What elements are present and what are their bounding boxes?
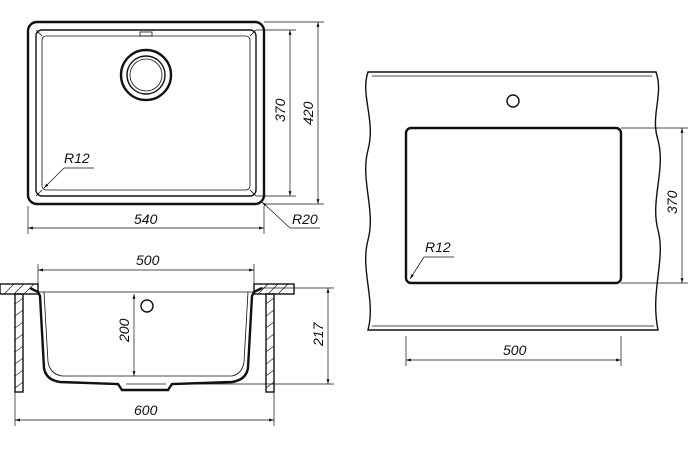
dim-width-label: 540 [134,211,158,227]
countertop-hatching [3,283,289,295]
cabinet-wall-left [14,293,24,393]
dim-bowl-depth-label: 200 [116,318,132,343]
section-view: 500 200 217 600 [0,252,334,426]
sink-cutout [404,126,623,285]
overflow-slot [139,31,153,37]
radius-cutout-label: R12 [425,239,451,255]
sink-outer-outline [26,20,266,206]
radius-outer-label: R20 [292,211,318,227]
cabinet-wall-right [265,293,275,393]
radius-inner-label: R12 [64,150,90,166]
overflow-hole [140,299,154,313]
dim-cutout-height-label: 370 [664,190,680,214]
dim-cabinet-width-label: 600 [134,402,158,418]
dim-cutout-width-label: 500 [503,342,527,358]
bowl-inner-profile [43,291,249,377]
faucet-hole [506,94,520,108]
dim-depth-outer-label: 420 [300,101,316,125]
drain-outlet [119,48,173,102]
dim-total-depth-label: 217 [310,321,326,347]
cutout-view: R12 370 500 [364,71,688,366]
wall-hatching [14,297,275,389]
top-view: R12 R20 540 370 420 [26,20,324,234]
countertop-panel [364,71,662,331]
dim-depth-inner-label: 370 [272,98,288,122]
bowl-rim-outline [35,29,257,197]
dim-bowl-width-label: 500 [136,252,160,268]
bowl-outer-profile [29,286,263,392]
